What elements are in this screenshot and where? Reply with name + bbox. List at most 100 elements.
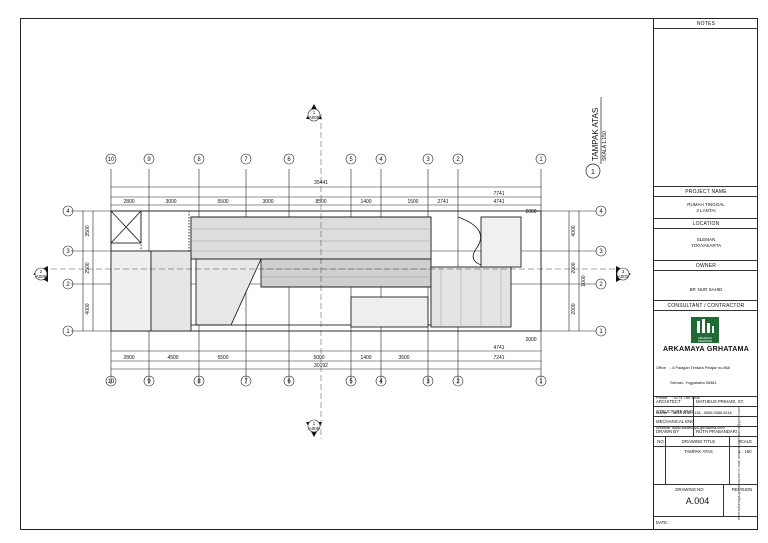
role-label: ARCHITECT	[654, 397, 694, 407]
section-tag: 3	[622, 269, 625, 274]
company-logo: ARKAMAYA GRHATAMA	[691, 317, 719, 343]
dim-text: 4741	[493, 345, 504, 351]
sheet-ref: A005	[36, 274, 47, 279]
project-name: RUMAH TINGGAL 2 LANTAI	[654, 197, 758, 219]
contact-line: Website: www.arkamaya-grhatama.com	[656, 425, 725, 430]
dim-text: 7241	[493, 355, 504, 361]
location-line: SLEMAN	[696, 237, 716, 242]
dim-text: 4000	[571, 225, 577, 236]
notes-area	[654, 29, 758, 187]
grid-bubbles-side: 4 3 2 1 4 3 2 1	[62, 205, 607, 337]
grid-label: 10	[108, 157, 115, 163]
view-number: 1	[591, 169, 595, 176]
grid-label: 5	[349, 379, 353, 385]
row-scale: 1 : 150	[738, 449, 752, 454]
drawing-no-label: DRAWING NO	[675, 487, 704, 492]
company-name: ARKAMAYA GRHATAMA	[662, 346, 750, 353]
dim-text: 1400	[360, 199, 371, 205]
dim-text: 1400	[360, 355, 371, 361]
grid-label: 7	[244, 157, 248, 163]
dim-text: 5500	[217, 355, 228, 361]
location-line: YOGYAKARTA	[690, 243, 722, 248]
dim-text: 4000	[85, 303, 91, 314]
dim-text: 5500	[217, 199, 228, 205]
col-scale: SCALE	[737, 439, 753, 444]
grid-label: 2	[66, 282, 70, 288]
owner-label: OWNER	[654, 261, 758, 271]
grid-label: 2	[599, 282, 603, 288]
drawing-no-block: DRAWING NO A.004 REVISION	[654, 485, 758, 517]
role-value: MATHEUS PRIHADI, ST.	[696, 399, 744, 404]
contact-line: Sleman, Yogyakarta 55581	[656, 380, 717, 385]
logo-text: ARKAMAYA	[697, 337, 713, 340]
dim-text: 2500	[85, 262, 91, 273]
view-scale-text: SKALA 1:150	[602, 131, 608, 161]
sheet-ref: A003	[618, 274, 629, 279]
sheet-ref: A005	[309, 115, 320, 120]
dim-text: 3000	[262, 199, 273, 205]
role-label: STRUCTURE ENG.	[654, 407, 694, 417]
dim-text: 2741	[437, 199, 448, 205]
bottom-dimensions: 2800 4500 5500 5000 1400 3500 7241 4741 …	[123, 337, 536, 369]
drawing-table-header: NO DRAWING TITLE SCALE	[654, 437, 758, 447]
project-name-line: RUMAH TINGGAL	[687, 202, 725, 207]
grid-label: 6	[287, 379, 291, 385]
dim-text: 4500	[167, 355, 178, 361]
grid-bubbles-top: 10 9 8 7 6 5 4 3 2 1	[105, 153, 547, 165]
side-watermark-text: www.arkamaya-grhatama.com e-mail: arkama…	[737, 406, 741, 520]
role-drawn-by: DRAWN BY RUTH PRABANDARI	[654, 427, 758, 437]
role-architect: ARCHITECT MATHEUS PRIHADI, ST.	[654, 397, 758, 407]
grid-label: 6	[287, 157, 291, 163]
role-structure: STRUCTURE ENG.	[654, 407, 758, 417]
contact-line: Mobile : 0813 1133 3118 - 0856 0088 8118	[656, 410, 732, 415]
grid-label: 9	[147, 157, 151, 163]
section-tag: 1	[313, 110, 316, 115]
project-name-label: PROJECT NAME	[654, 187, 758, 197]
dim-text: 3500	[85, 225, 91, 236]
grid-label: 8	[197, 379, 201, 385]
grid-label: 1	[599, 329, 603, 335]
company-contact: Office : Jl Palagan Tentara Pelajar no.8…	[656, 355, 758, 440]
drawing-sheet: 10 9 8 7 6 5 4 3 2 1 10 9 8 7 6 5 4 3 2 …	[20, 18, 758, 530]
role-value	[694, 417, 758, 427]
grid-label: 3	[426, 379, 430, 385]
title-block: NOTES PROJECT NAME RUMAH TINGGAL 2 LANTA…	[653, 19, 758, 529]
revision-label: REVISION	[731, 487, 753, 492]
dim-text: 4741	[493, 199, 504, 205]
role-mechanical: MECHANICAL ENG.	[654, 417, 758, 427]
grid-label: 8	[197, 157, 201, 163]
view-title: 1 TAMPAK ATAS SKALA 1:150	[585, 97, 608, 179]
grid-label: 3	[426, 157, 430, 163]
dim-text: 7741	[493, 191, 504, 197]
dim-text: 30192	[314, 363, 328, 369]
role-value	[694, 407, 758, 417]
dim-text: 2800	[123, 199, 134, 205]
drawing-table-row: TAMPAK ATAS 1 : 150	[654, 447, 758, 485]
notes-label: NOTES	[654, 19, 758, 29]
logo-text: GRHATAMA	[697, 340, 713, 343]
grid-label: 1	[539, 157, 543, 163]
dim-text: 3500	[398, 355, 409, 361]
dim-text: 1500	[407, 199, 418, 205]
consultant-block: ARKAMAYA GRHATAMA ARKAMAYA GRHATAMA Offi…	[654, 311, 758, 430]
row-title: TAMPAK ATAS	[666, 447, 730, 485]
grid-bubbles-bottom: 10 9 8 7 6 5 4 3 2 1	[105, 375, 547, 387]
section-markers: 1 A005 1 A005 2 A005 3 A003	[33, 104, 631, 437]
contact-line: Office : Jl Palagan Tentara Pelajar no.8…	[656, 365, 730, 370]
dim-text: 2000	[571, 262, 577, 273]
dim-text: 2800	[123, 355, 134, 361]
drawing-no: A.004	[685, 496, 710, 506]
dim-text: 35441	[314, 180, 328, 186]
grid-label: 4	[379, 379, 383, 385]
side-dimensions: 3500 2500 4000 4000 2000 1000 2000	[85, 225, 587, 314]
grid-label: 2	[456, 157, 460, 163]
grid-label: 1	[539, 379, 543, 385]
row-no	[654, 447, 666, 485]
role-label: MECHANICAL ENG.	[654, 417, 694, 427]
role-label: DRAWN BY	[654, 427, 694, 437]
date-label: DATE :	[656, 520, 670, 525]
grid-label: 4	[599, 209, 603, 215]
dim-text: 3000	[165, 199, 176, 205]
dim-text: 2000	[525, 209, 536, 215]
location-label: LOCATION	[654, 219, 758, 229]
